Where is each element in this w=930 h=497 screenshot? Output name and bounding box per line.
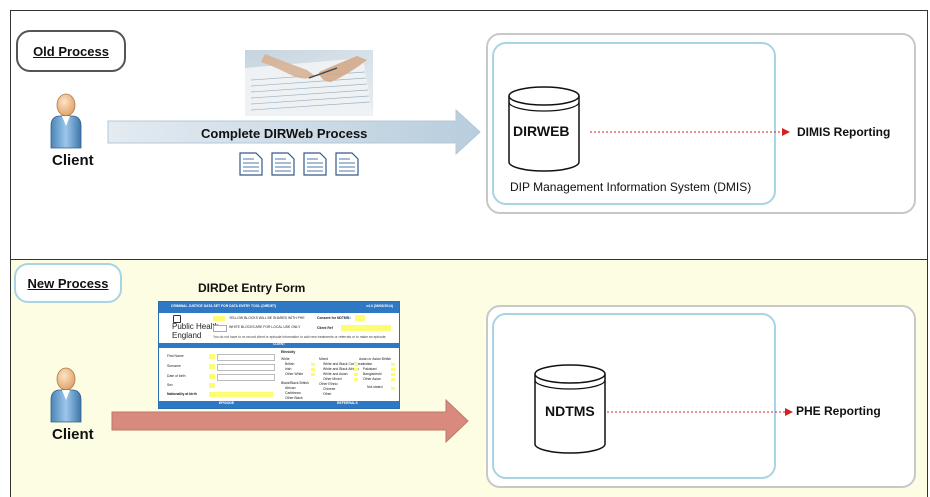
eth-indian: Indian <box>363 362 373 366</box>
eth-white-header: White <box>281 357 290 361</box>
consent-label: Consent for NDTMS <box>317 316 350 320</box>
eth-checkbox[interactable] <box>311 363 315 366</box>
eth-mixed-header: Mixed <box>319 357 329 361</box>
new-client-label: Client <box>52 426 94 443</box>
dmis-system-label: DIP Management Information System (DMIS) <box>510 180 752 194</box>
eth-checkbox[interactable] <box>354 368 358 371</box>
database-cylinder-icon <box>534 364 606 454</box>
eth-checkbox[interactable] <box>354 373 358 376</box>
eth-checkbox[interactable] <box>391 373 395 376</box>
white-swatch <box>213 325 227 332</box>
client-ref-field[interactable] <box>341 325 391 331</box>
new-process-arrow <box>111 398 469 444</box>
surname-label: Surname <box>167 364 181 368</box>
form-disclaimer: You do not have to re-record client or e… <box>213 335 387 339</box>
phe-crest-icon <box>173 315 181 323</box>
note-yellow: YELLOW BLOCKS WILL BE SHARED WITH PHE <box>229 316 305 320</box>
eth-not-stated: Not stated <box>367 385 383 389</box>
eth-checkbox[interactable] <box>391 363 395 366</box>
sex-label: Sex <box>167 383 173 387</box>
signing-paper-photo <box>245 50 373 116</box>
consent-field[interactable] <box>355 315 365 321</box>
phe-reporting-label: PHE Reporting <box>796 404 881 418</box>
eth-other-asian: Other Asian <box>363 377 381 381</box>
nationality-field[interactable] <box>209 392 273 397</box>
eth-checkbox[interactable] <box>391 368 395 371</box>
eth-wa: White and Asian <box>323 372 348 376</box>
document-icon <box>303 152 327 176</box>
eth-asian-header: Asian or Asian British <box>359 357 392 361</box>
client-person-icon <box>50 367 82 423</box>
database-cylinder-icon <box>508 86 580 172</box>
eth-pakistani: Pakistani <box>363 367 377 371</box>
section-bottom-bar: EPISODE REFERRALS <box>159 401 399 408</box>
eth-irish: Irish <box>285 367 292 371</box>
first-name-label: First Name <box>167 354 184 358</box>
surname-local-field[interactable] <box>217 364 275 371</box>
dirweb-to-dimis-arrow <box>590 128 790 136</box>
eth-checkbox[interactable] <box>311 373 315 376</box>
first-name-field[interactable] <box>209 354 215 359</box>
eth-chinese: Chinese <box>323 387 336 391</box>
ndtms-to-phe-arrow <box>607 408 793 416</box>
section-referrals-label: REFERRALS <box>337 401 358 405</box>
dirdet-form-title: DIRDet Entry Form <box>198 281 306 295</box>
document-icon <box>271 152 295 176</box>
eth-british: British <box>285 362 295 366</box>
sex-field[interactable] <box>209 383 215 388</box>
section-client-label: CLIENT <box>272 342 286 346</box>
document-icon <box>335 152 359 176</box>
client-person-icon <box>50 93 82 149</box>
old-process-arrow <box>107 108 481 156</box>
ndtms-db-label: NDTMS <box>545 403 595 419</box>
eth-checkbox[interactable] <box>391 387 395 390</box>
eth-checkbox[interactable] <box>311 368 315 371</box>
eth-other-white: Other White <box>285 372 304 376</box>
old-arrow-label: Complete DIRWeb Process <box>201 126 368 141</box>
new-process-label: New Process <box>14 263 122 303</box>
consent-value: Y/N <box>345 316 351 320</box>
eth-wbc: White and Black Caribbean <box>323 362 365 366</box>
eth-bangladeshi: Bangladeshi <box>363 372 382 376</box>
eth-other-black: Other Black <box>285 396 303 400</box>
org-name-line1: Public Health <box>172 322 220 331</box>
dimis-reporting-label: DIMIS Reporting <box>797 125 891 139</box>
eth-checkbox[interactable] <box>391 378 395 381</box>
eth-african: African <box>285 386 296 390</box>
section-episode-label: EPISODE <box>219 401 235 405</box>
form-header: CRIMINAL JUSTICE DATA SET FOR DATA ENTRY… <box>159 302 399 313</box>
old-client-label: Client <box>52 152 94 169</box>
nationality-label: Nationality at birth <box>167 392 197 396</box>
eth-checkbox[interactable] <box>354 378 358 381</box>
old-process-label: Old Process <box>16 30 126 72</box>
ethnicity-checkboxes <box>159 302 399 408</box>
dirweb-db-label: DIRWEB <box>513 123 570 139</box>
first-name-local-field[interactable] <box>217 354 275 361</box>
eth-caribbean: Caribbean <box>285 391 301 395</box>
surname-field[interactable] <box>209 364 215 369</box>
form-version: v4.3 (06/02/2014) <box>366 304 393 308</box>
dob-local-field[interactable] <box>217 374 275 381</box>
dirdet-entry-form: CRIMINAL JUSTICE DATA SET FOR DATA ENTRY… <box>158 301 400 409</box>
yellow-swatch <box>213 316 225 321</box>
dob-field[interactable] <box>209 374 215 379</box>
eth-wba: White and Black African <box>323 367 359 371</box>
eth-om: Other Mixed <box>323 377 342 381</box>
client-ref-label: Client Ref <box>317 326 333 330</box>
ethnicity-label: Ethnicity <box>281 350 296 354</box>
section-client-bar: CLIENT <box>159 342 399 348</box>
eth-checkbox[interactable] <box>354 363 358 366</box>
eth-other-header: Other Ethnic <box>319 382 338 386</box>
document-icon <box>239 152 263 176</box>
eth-other: Other <box>323 392 332 396</box>
form-header-title: CRIMINAL JUSTICE DATA SET FOR DATA ENTRY… <box>171 304 277 308</box>
dob-label: Date of birth <box>167 374 186 378</box>
org-name-line2: England <box>172 331 202 340</box>
eth-black-header: Black/Black British <box>281 381 309 385</box>
note-white: WHITE BLOCKS ARE FOR LOCAL USE ONLY <box>229 325 301 329</box>
